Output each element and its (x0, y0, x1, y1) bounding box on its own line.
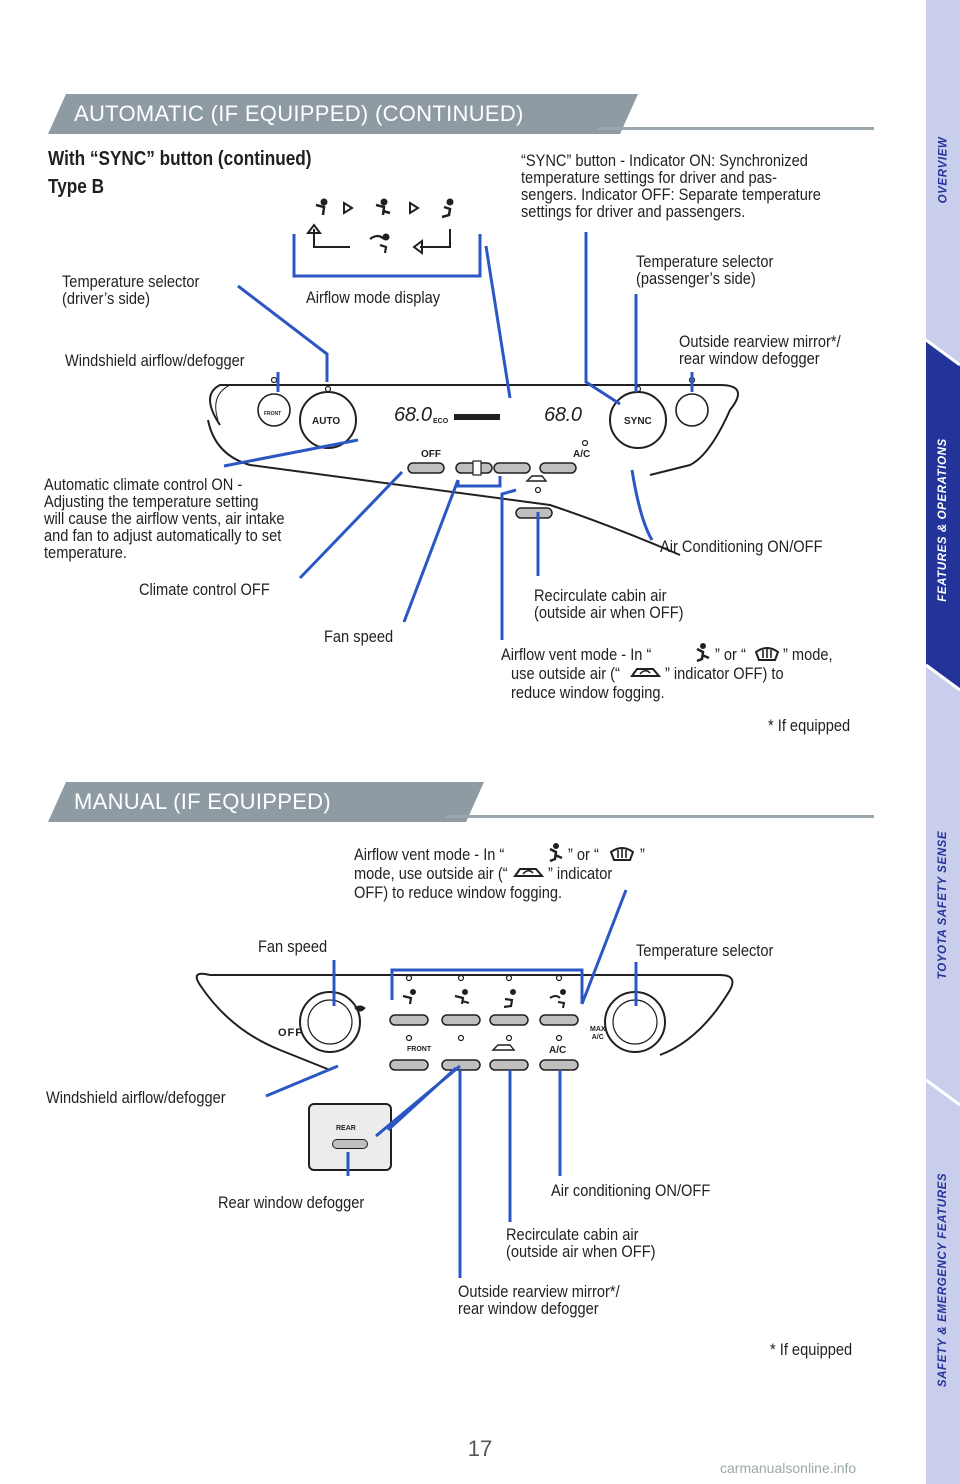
auto-control-panel (207, 376, 739, 556)
section1-banner-rule (598, 127, 874, 130)
front-defog-button[interactable]: FRONT (264, 411, 282, 417)
manual-ac-button[interactable]: A/C (549, 1045, 567, 1056)
manual-vent-text-b: ” or “ (568, 845, 599, 864)
temp-driver-label: Temperature selector (driver’s side) (62, 272, 200, 308)
manual-recirc-label: Recirculate cabin air (outside air when … (506, 1225, 656, 1261)
footnote-1: * If equipped (768, 716, 851, 735)
sidebar-tabs-shape (926, 338, 960, 1107)
recirc-label: Recirculate cabin air (outside air when … (534, 586, 684, 622)
tab-features-operations[interactable]: FEATURES & OPERATIONS (937, 438, 950, 602)
manual-vent-text-c: ” (640, 845, 645, 864)
airflow-display-label: Airflow mode display (306, 288, 441, 307)
airflow-mode-diagram (306, 198, 454, 255)
defrost-icon (754, 647, 780, 661)
manual-vent-text-e: ” indicator (548, 864, 613, 883)
vent-mode-label: Airflow vent mode - In “ ” or “ ” mode, … (501, 643, 881, 706)
footnote-2: * If equipped (770, 1340, 853, 1359)
manual-recirc-car-icon (513, 868, 545, 877)
section1-heading: With “SYNC” button (continued) (48, 148, 312, 170)
tab-overview[interactable]: OVERVIEW (937, 136, 949, 204)
panel-temp-right: 68.0 (544, 404, 582, 426)
section1-banner: AUTOMATIC (IF EQUIPPED) (CONTINUED) (74, 101, 524, 126)
sync-button[interactable]: SYNC (624, 416, 652, 427)
manual-control-panel (195, 972, 734, 1071)
vent-mode-text-a: Airflow vent mode - In “ (501, 645, 652, 664)
section2-leader-lines (265, 889, 638, 1278)
ac-label: Air Conditioning ON/OFF (660, 537, 823, 556)
section1-subheading: Type B (48, 176, 105, 198)
manual-vent-feet-icon (549, 843, 563, 863)
section2-banner-bg (48, 782, 484, 822)
manual-windshield-label: Windshield airflow/defogger (46, 1088, 226, 1107)
manual-vent-mode-label: Airflow vent mode - In “ ” or “ ” mode, … (354, 843, 684, 906)
vent-feet-icon (696, 643, 710, 663)
off-button[interactable]: OFF (421, 449, 441, 460)
sync-label: “SYNC” button - Indicator ON: Synchroniz… (521, 151, 821, 221)
tab-safety-emergency[interactable]: SAFETY & EMERGENCY FEATURES (937, 1172, 950, 1388)
windshield-label: Windshield airflow/defogger (65, 351, 245, 370)
ac-button[interactable]: A/C (573, 449, 591, 460)
manual-front-button[interactable]: FRONT (407, 1046, 432, 1053)
manual-fan-speed-label: Fan speed (258, 937, 328, 956)
rear-defogger-button-label: REAR (336, 1125, 356, 1132)
manual-ac-label: Air conditioning ON/OFF (551, 1181, 711, 1200)
panel-temp-left: 68.0 (394, 404, 432, 426)
panel-eco: ECO (433, 418, 449, 425)
watermark: carmanualsonline.info (720, 1460, 857, 1476)
vent-mode-text-e: ” indicator OFF) to (665, 664, 784, 683)
max-ac-button[interactable]: MAX A/C (590, 1026, 606, 1041)
rear-defogger-inset: REAR (308, 1103, 392, 1171)
vent-mode-text-d: use outside air (“ (511, 664, 620, 683)
fan-level-bars (454, 414, 500, 420)
vent-mode-text-c: ” mode, (783, 645, 833, 664)
manual-mirror-label: Outside rearview mirror*/ rear window de… (458, 1282, 620, 1318)
temp-passenger-label: Temperature selector (passenger’s side) (636, 252, 774, 288)
vent-mode-text-f: reduce window fogging. (511, 683, 665, 702)
section1-banner-bg (48, 94, 638, 134)
mirror-label: Outside rearview mirror*/ rear window de… (679, 332, 841, 368)
auto-button[interactable]: AUTO (312, 416, 341, 427)
auto-label: Automatic climate control ON - Adjusting… (44, 475, 285, 562)
section-sidebar: OVERVIEW FEATURES & OPERATIONS TOYOTA SA… (926, 0, 960, 1484)
fan-speed-label: Fan speed (324, 627, 394, 646)
manual-vent-text-a: Airflow vent mode - In “ (354, 845, 505, 864)
page-number: 17 (467, 1436, 493, 1461)
manual-vent-text-d: mode, use outside air (“ (354, 864, 508, 883)
climate-off-label: Climate control OFF (139, 580, 270, 599)
section2-banner-rule (446, 815, 874, 818)
manual-vent-text-f: OFF) to reduce window fogging. (354, 883, 563, 902)
section2-banner: MANUAL (IF EQUIPPED) (74, 789, 331, 814)
vent-mode-text-b: ” or “ (715, 645, 746, 664)
manual-rear-defogger-label: Rear window defogger (218, 1193, 365, 1212)
recirc-car-icon (630, 668, 662, 677)
section1-leader-lines (223, 232, 694, 640)
manual-off-button[interactable]: OFF (278, 1027, 303, 1039)
manual-defrost-icon (609, 847, 635, 861)
tab-toyota-safety-sense[interactable]: TOYOTA SAFETY SENSE (937, 830, 949, 980)
rear-defogger-button[interactable] (332, 1139, 368, 1149)
manual-temp-label: Temperature selector (636, 941, 774, 960)
